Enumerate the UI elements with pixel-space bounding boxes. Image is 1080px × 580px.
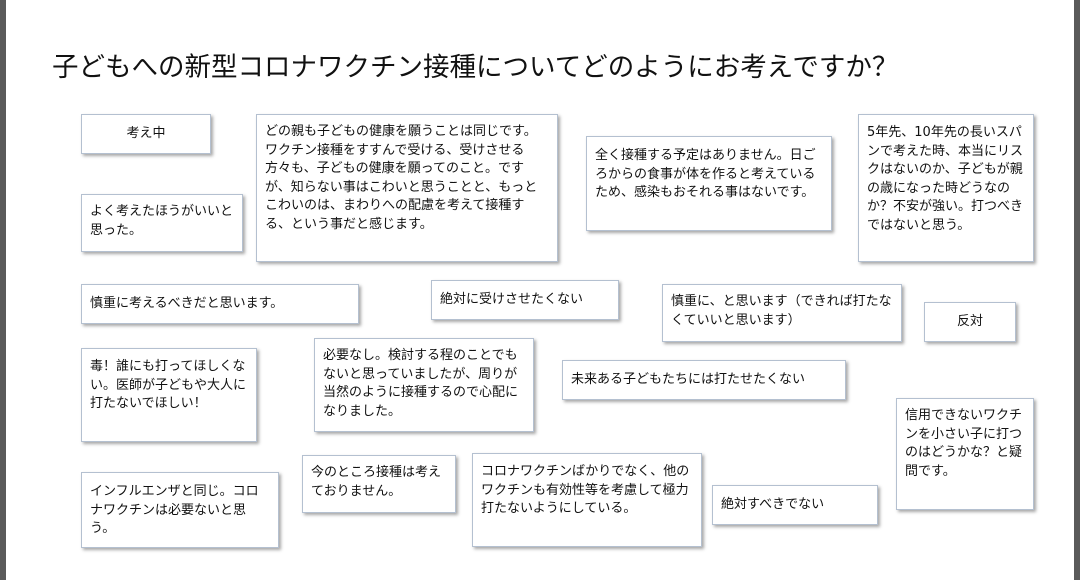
response-card: 毒！誰にも打ってほしくない。医師が子どもや大人に打たないでほしい！: [81, 348, 257, 442]
response-card: 慎重に考えるべきだと思います。: [81, 284, 359, 324]
response-card: どの親も子どもの健康を願うことは同じです。ワクチン接種をすすんで受ける、受けさせ…: [256, 114, 558, 262]
response-card: コロナワクチンばかりでなく、他のワクチンも有効性等を考慮して極力打たないようにし…: [472, 453, 702, 547]
response-card: 未来ある子どもたちには打たせたくない: [562, 360, 846, 400]
response-card: 5年先、10年先の長いスパンで考えた時、本当にリスクはないのか、子どもが親の歳に…: [858, 114, 1034, 262]
response-card: 必要なし。検討する程のことでもないと思っていましたが、周りが当然のように接種する…: [314, 338, 534, 432]
response-card: インフルエンザと同じ。コロナワクチンは必要ないと思う。: [81, 472, 279, 548]
response-card: 絶対に受けさせたくない: [431, 280, 619, 320]
response-card: 慎重に、と思います（できれば打たなくていいと思います）: [662, 284, 902, 342]
response-card: 考え中: [81, 114, 211, 154]
response-card: 反対: [924, 302, 1016, 342]
response-card: 今のところ接種は考えておりません。: [302, 455, 456, 513]
response-card: 全く接種する予定はありません。日ごろからの食事が体を作ると考えているため、感染も…: [586, 136, 832, 231]
response-card: 絶対すべきでない: [712, 485, 878, 525]
response-card: 信用できないワクチンを小さい子に打つのはどうかな？と疑問です。: [896, 398, 1034, 510]
response-card: よく考えたほうがいいと思った。: [81, 194, 243, 252]
page-title: 子どもへの新型コロナワクチン接種についてどのようにお考えですか？: [52, 52, 899, 83]
slide: 子どもへの新型コロナワクチン接種についてどのようにお考えですか？ 考え中 どの親…: [6, 0, 1074, 580]
